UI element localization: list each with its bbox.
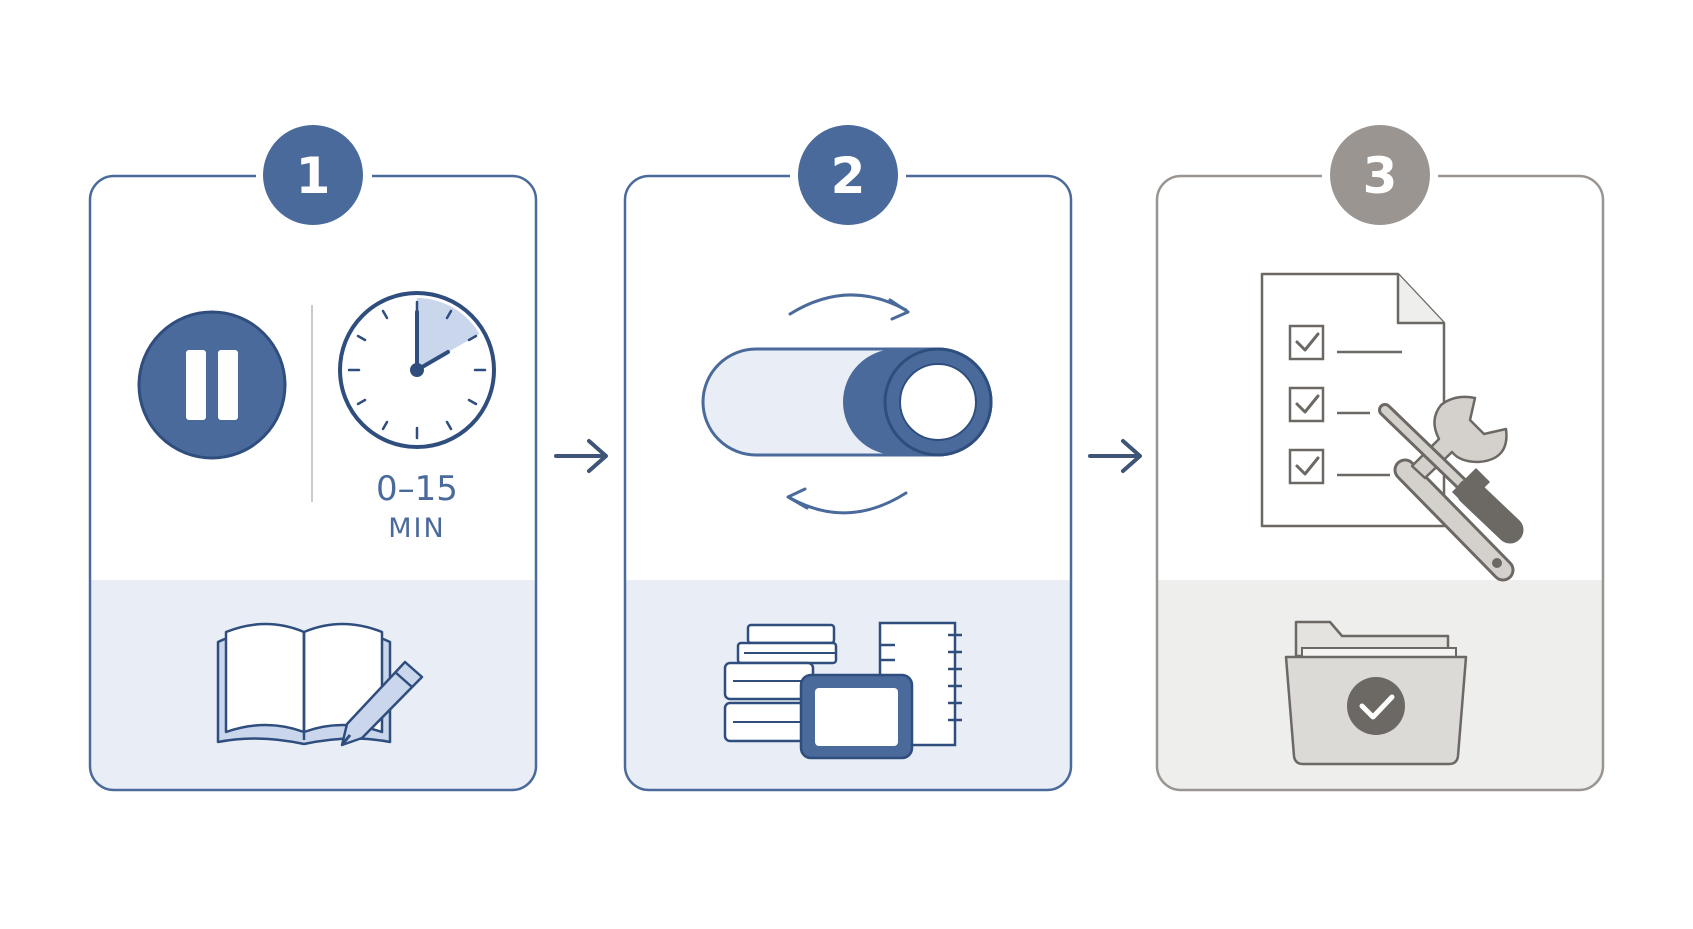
tools-icon — [1378, 395, 1524, 582]
step-1-number: 1 — [296, 147, 331, 205]
step-3-badge: 3 — [1330, 125, 1430, 225]
arrow-right-icon — [554, 439, 608, 473]
timer-range: 0–15 — [376, 469, 458, 509]
notebook-pencil-icon — [216, 622, 424, 747]
step-1-card: 1 — [88, 125, 538, 792]
folder-check-icon — [1284, 620, 1468, 766]
step-2-card: 2 — [623, 125, 1073, 792]
cycle-arrows-icon — [786, 293, 910, 515]
step-2-number: 2 — [831, 147, 866, 205]
clock-icon — [338, 291, 496, 449]
timer-unit: MIN — [388, 513, 445, 544]
step-3-number: 3 — [1363, 147, 1398, 205]
books-tablet-planner-icon — [723, 621, 962, 760]
arrow-right-icon — [1088, 439, 1142, 473]
step-2-badge: 2 — [798, 125, 898, 225]
step-3-card: 3 — [1155, 125, 1605, 792]
toggle-switch-icon — [701, 347, 993, 457]
step-1-badge: 1 — [263, 125, 363, 225]
pause-icon — [137, 310, 287, 460]
